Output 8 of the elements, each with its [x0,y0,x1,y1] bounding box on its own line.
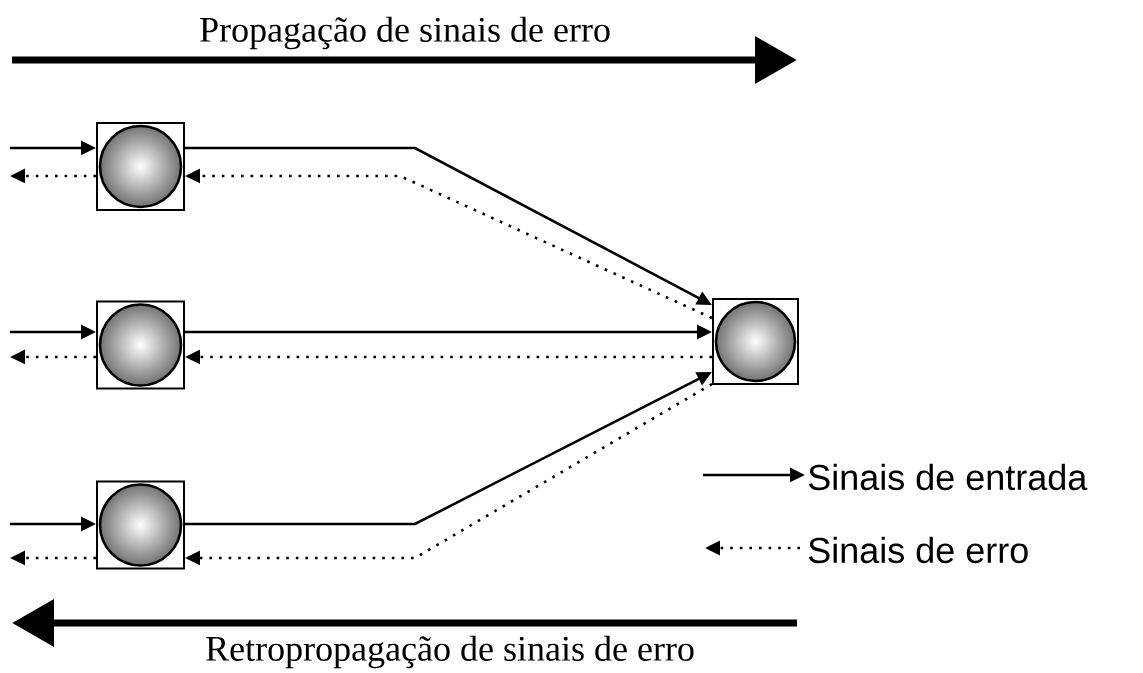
caption-text: Propagação de sinais de erro [200,16,610,50]
neuron-symbol [712,298,799,385]
caption-text: Retropropagação de sinais de erro [206,635,694,669]
neuron-symbol [96,480,185,570]
neuron-symbol [96,300,185,390]
legend-text: Sinais de entrada [808,463,1088,491]
neuron-symbol [96,122,185,211]
legend-text: Sinais de erro [808,536,1028,564]
